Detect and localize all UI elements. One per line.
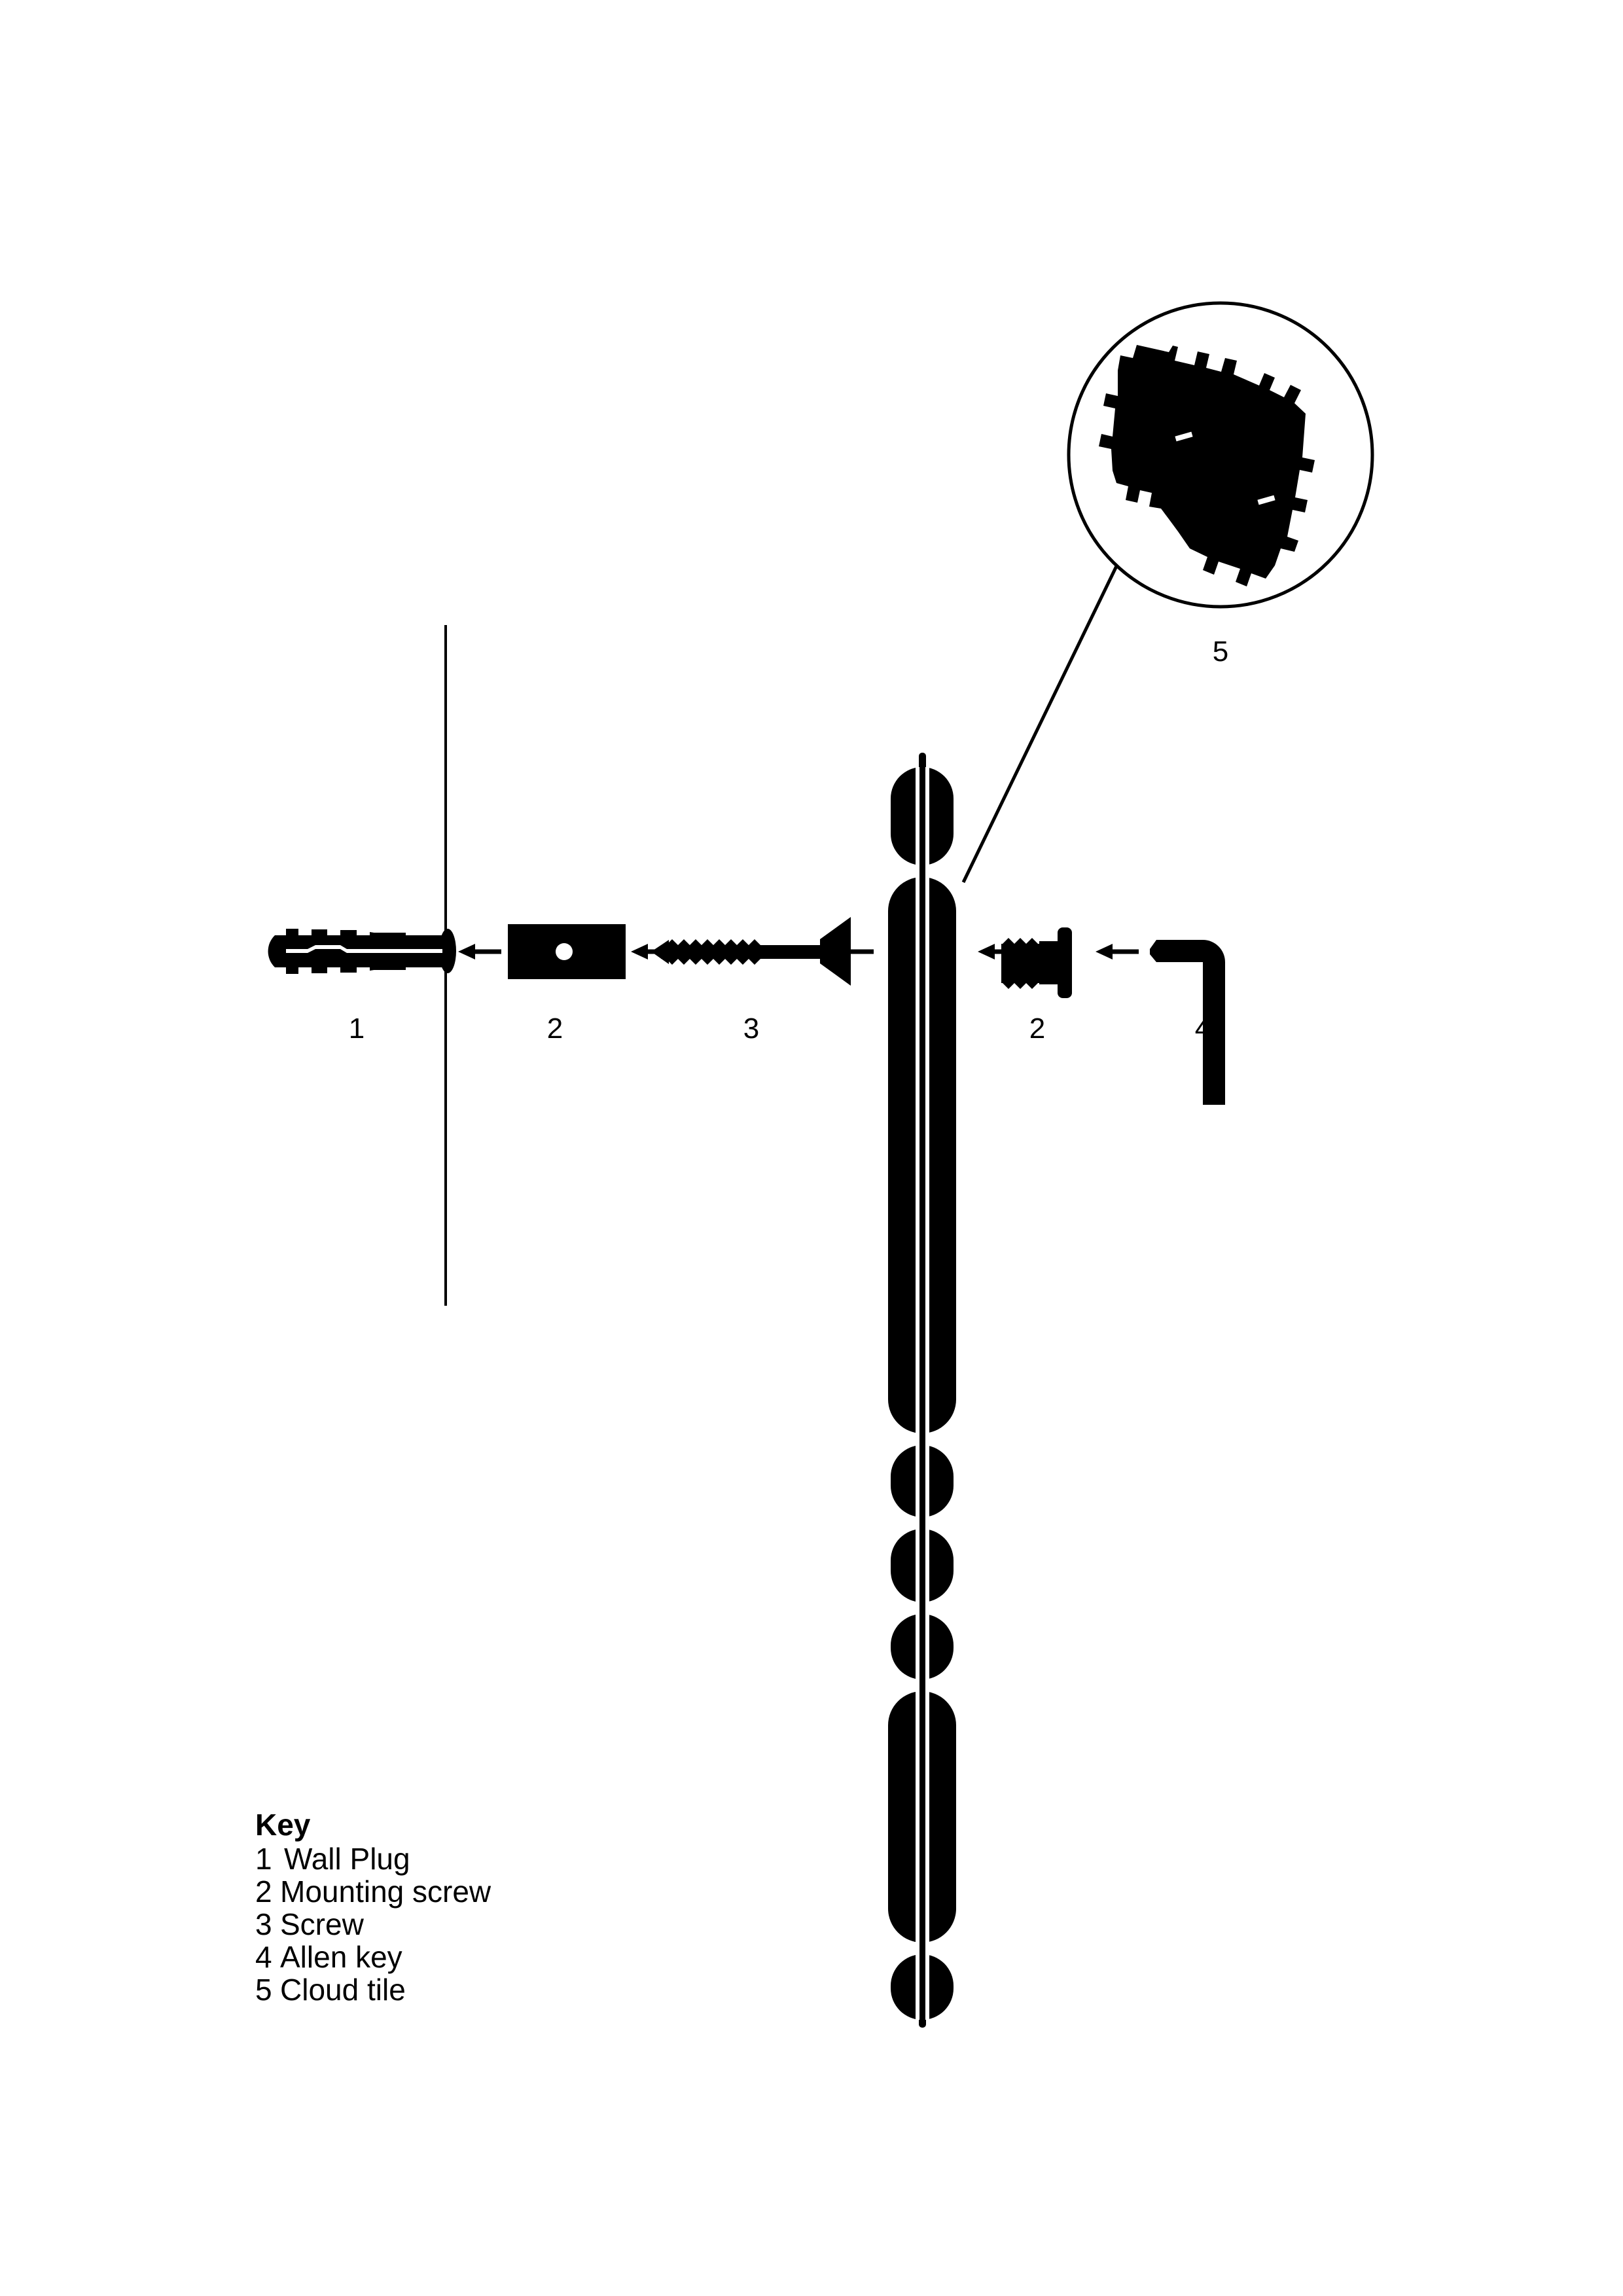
key-entry-4-label: Allen key bbox=[280, 1940, 402, 1974]
allen-key-icon bbox=[1150, 940, 1225, 1105]
key-entry-1-num: 1 bbox=[255, 1842, 272, 1876]
key-title: Key bbox=[255, 1808, 311, 1842]
detail-leader-line bbox=[961, 565, 1118, 884]
callout-label-2-right: 2 bbox=[1029, 1013, 1045, 1045]
mounting-screw-icon bbox=[1001, 927, 1072, 998]
callout-label-2-left: 2 bbox=[547, 1013, 563, 1045]
key-legend: Key 1 Wall Plug 2 Mounting screw 3 Screw… bbox=[255, 1808, 491, 2007]
key-entry-4-num: 4 bbox=[255, 1940, 272, 1974]
key-entry-5-label: Cloud tile bbox=[280, 1973, 406, 2007]
screw-icon bbox=[651, 917, 851, 986]
cloud-tile-stack bbox=[888, 753, 956, 2028]
mounting-block-icon bbox=[508, 924, 626, 979]
key-entry-5-num: 5 bbox=[255, 1973, 272, 2007]
callout-label-5: 5 bbox=[1213, 636, 1228, 668]
callout-label-3: 3 bbox=[743, 1013, 759, 1045]
wall-plug-icon bbox=[268, 929, 456, 974]
key-entry-3-label: Screw bbox=[280, 1907, 365, 1941]
callout-label-1: 1 bbox=[349, 1013, 365, 1045]
assembly-arrow-icon bbox=[831, 944, 874, 960]
assembly-arrow-icon bbox=[1096, 944, 1139, 960]
assembly-arrow-icon bbox=[458, 944, 501, 960]
key-entry-2-label: Mounting screw bbox=[280, 1874, 491, 1909]
key-entry-3-num: 3 bbox=[255, 1907, 272, 1941]
callout-label-4: 4 bbox=[1195, 1013, 1211, 1045]
cloud-tile-shape bbox=[1099, 345, 1315, 586]
key-entry-1-label: Wall Plug bbox=[284, 1842, 410, 1876]
detail-circle bbox=[961, 301, 1374, 884]
key-entry-2-num: 2 bbox=[255, 1874, 272, 1909]
